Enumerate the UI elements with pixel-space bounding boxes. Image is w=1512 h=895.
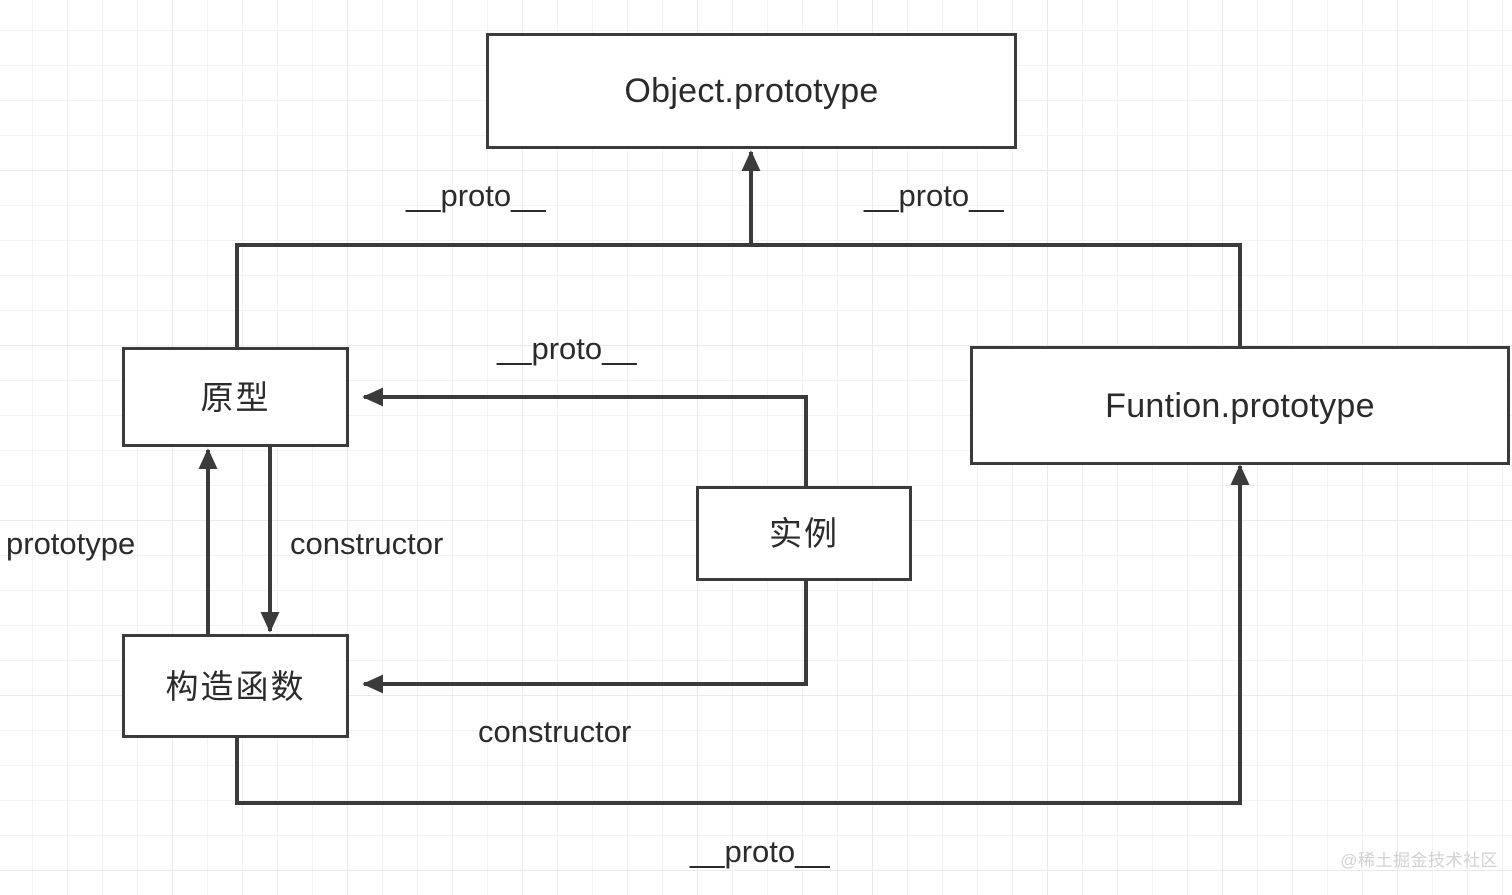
node-constructor-function[interactable]: 构造函数 [122,634,349,738]
edge-label-functionproto-to-objectproto: __proto__ [864,178,1004,213]
node-label-function-prototype: Funtion.prototype [1105,386,1375,425]
node-label-constructor-function: 构造函数 [165,667,306,705]
edge-line-instance-to-prototype [362,387,808,487]
watermark: @稀土掘金技术社区 [1340,851,1498,870]
edge-label-constructorfn-to-prototype: prototype [6,526,136,561]
node-label-instance: 实例 [769,515,839,552]
edge-line-functionproto-to-objectproto [751,243,1242,347]
edge-label-instance-to-prototype: __proto__ [497,331,637,366]
node-prototype[interactable]: 原型 [122,347,349,447]
edge-label-prototype-to-constructorfn: constructor [290,526,444,561]
node-object-prototype[interactable]: Object.prototype [486,33,1017,149]
edge-line-constructorfn-to-functionproto [235,464,1250,805]
edge-label-constructorfn-to-functionproto: __proto__ [690,834,830,869]
edge-label-proto-to-objectproto: __proto__ [406,178,546,213]
edge-line-instance-to-constructorfn [362,580,808,694]
node-label-prototype: 原型 [200,378,271,416]
node-function-prototype[interactable]: Funtion.prototype [970,346,1510,465]
edge-label-instance-to-constructorfn: constructor [478,714,632,749]
node-instance[interactable]: 实例 [696,486,912,581]
node-label-object-prototype: Object.prototype [624,72,879,110]
edge-line-proto-to-objectproto [235,243,751,348]
